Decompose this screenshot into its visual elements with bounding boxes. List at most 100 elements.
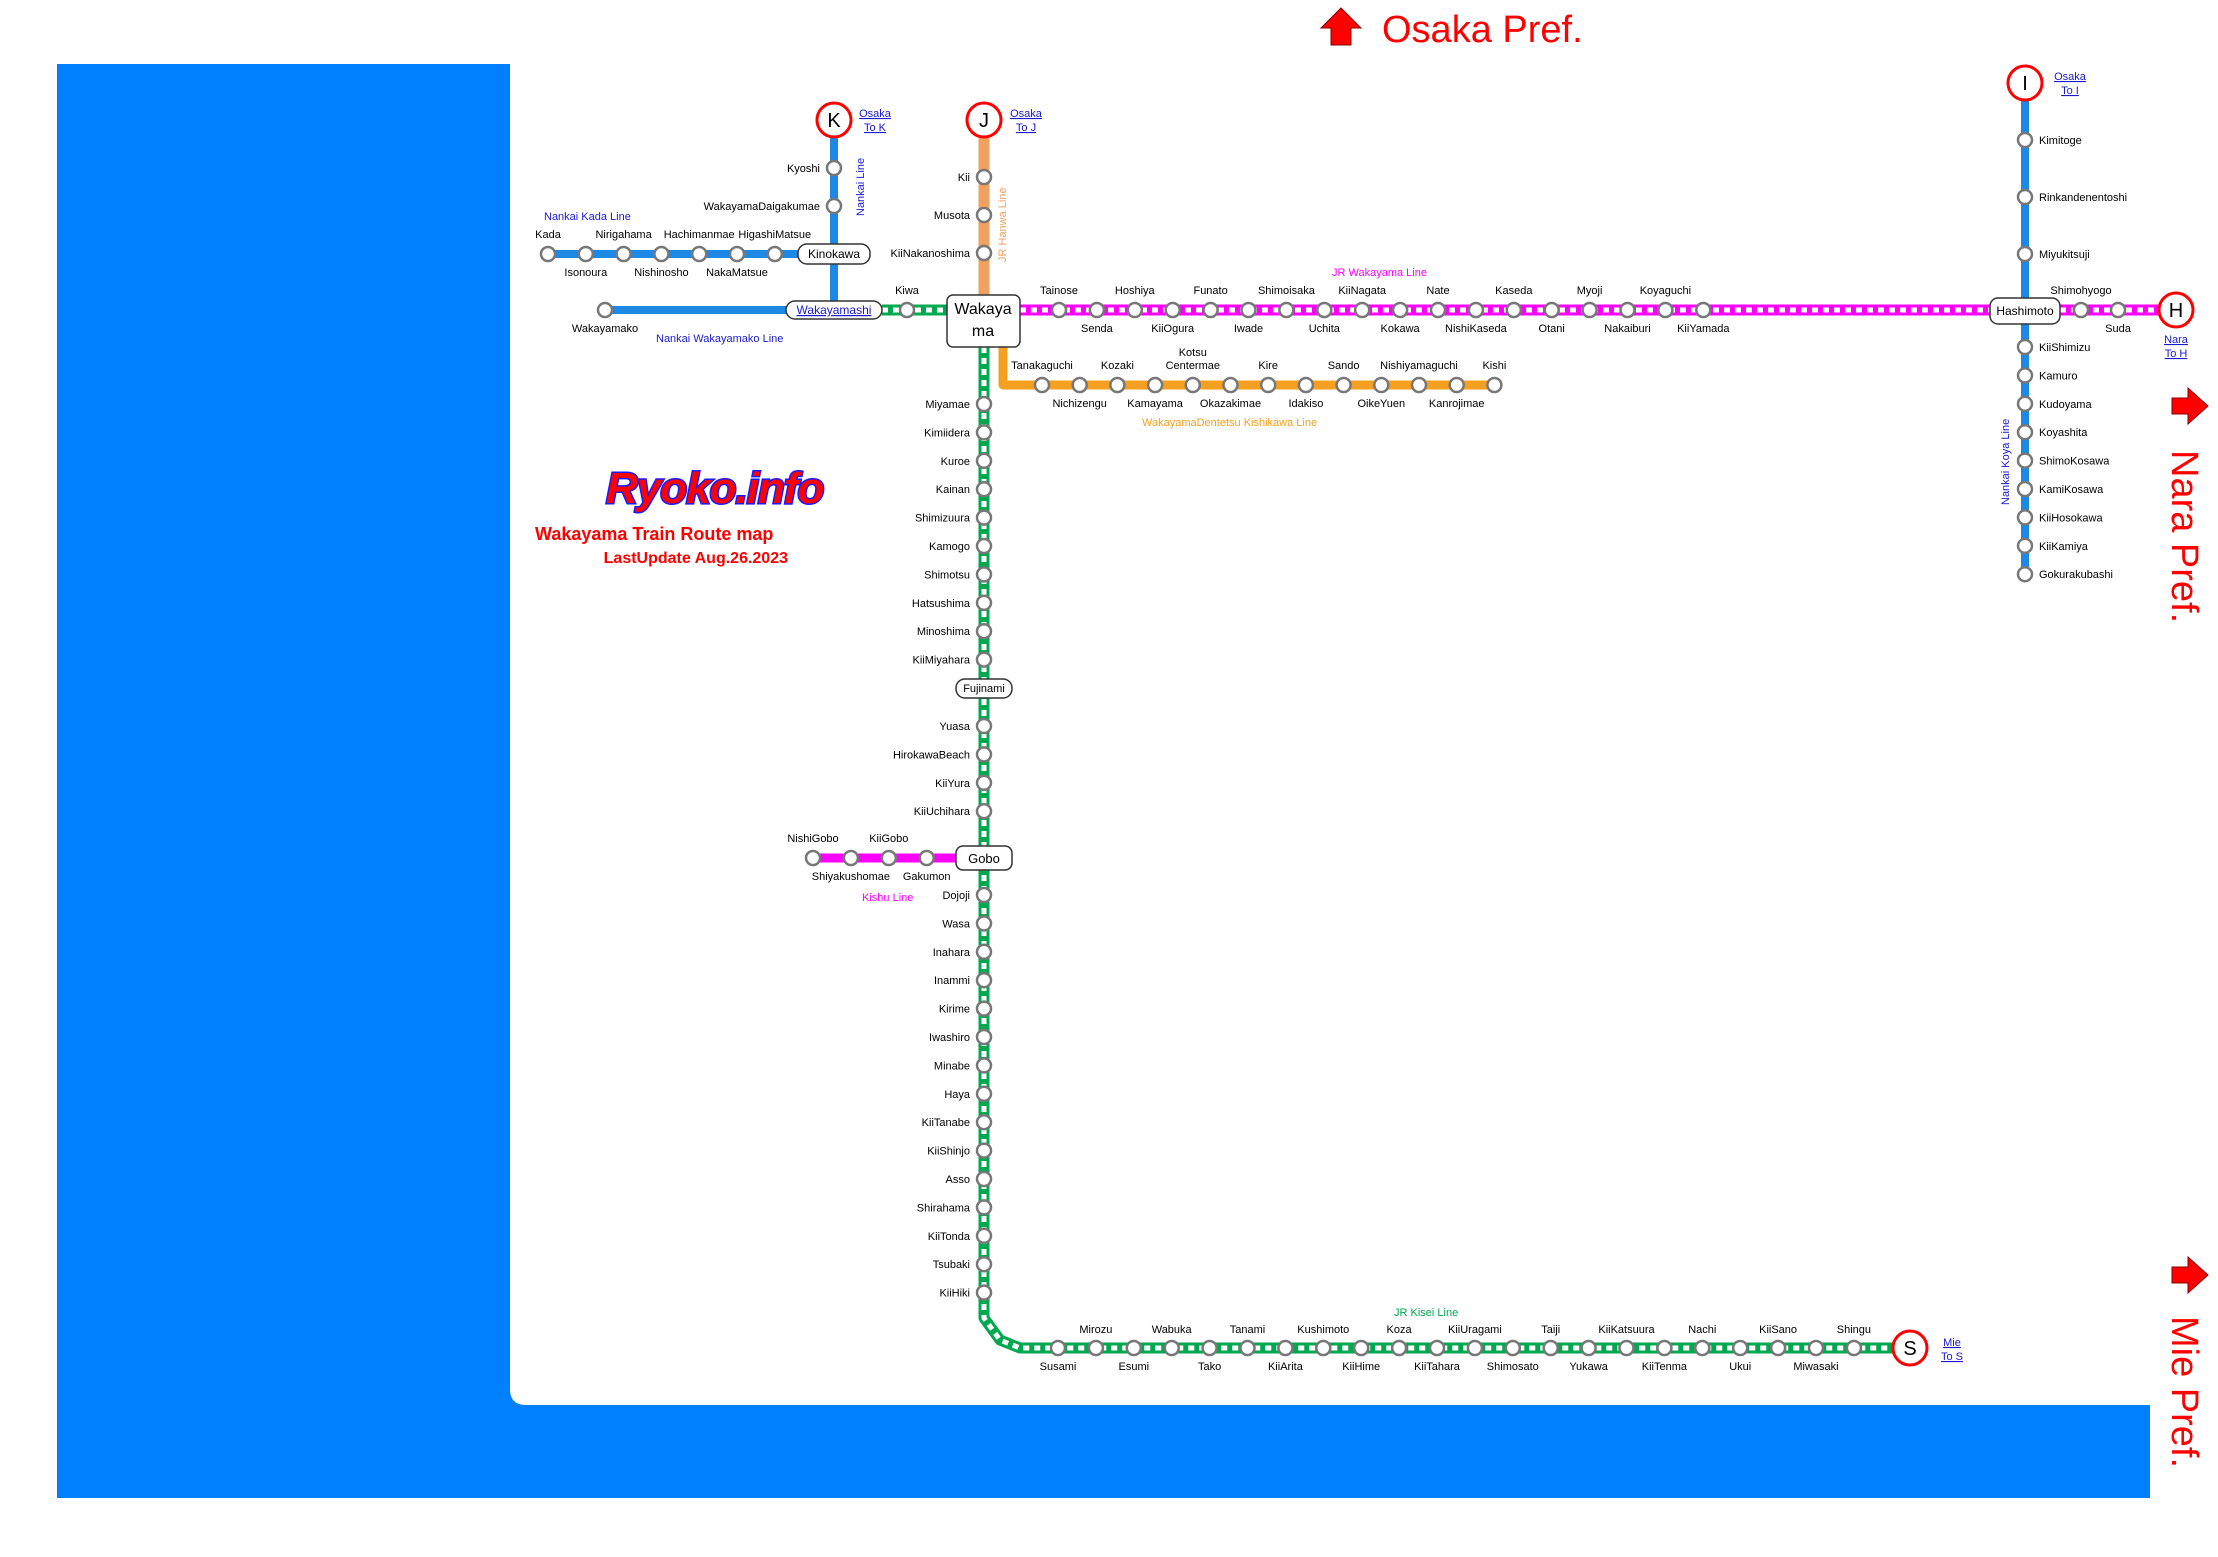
hub-wakayama[interactable]: Wakaya ma bbox=[946, 294, 1021, 348]
station-tanakaguchi[interactable] bbox=[1033, 376, 1051, 394]
hub-wakayamashi[interactable]: Wakayamashi bbox=[785, 300, 883, 320]
station-isonoura[interactable] bbox=[577, 245, 595, 263]
station-nakaiburi[interactable] bbox=[1619, 301, 1636, 319]
station-kiishimizu[interactable] bbox=[2016, 338, 2034, 356]
station-rinkandenentoshi[interactable] bbox=[2016, 188, 2034, 206]
station-nishikaseda[interactable] bbox=[1467, 301, 1485, 319]
station-haya[interactable] bbox=[975, 1085, 993, 1103]
station-shimotsu[interactable] bbox=[975, 566, 993, 583]
station-idakiso[interactable] bbox=[1297, 376, 1315, 394]
station-iwashiro[interactable] bbox=[975, 1028, 993, 1046]
station-hatsushima[interactable] bbox=[975, 594, 993, 612]
station-kiimiyahara[interactable] bbox=[975, 651, 993, 668]
station-inahara[interactable] bbox=[975, 943, 993, 961]
station-kamayama[interactable] bbox=[1146, 376, 1164, 394]
station-kamuro[interactable] bbox=[2016, 367, 2034, 384]
hub-fujinami[interactable]: Fujinami bbox=[955, 678, 1013, 699]
station-ukui[interactable] bbox=[1731, 1339, 1749, 1357]
station-kiisano[interactable] bbox=[1769, 1339, 1787, 1357]
hub-hashimoto[interactable]: Hashimoto bbox=[1989, 297, 2061, 325]
station-dojoji[interactable] bbox=[975, 886, 993, 904]
station-kiiyura[interactable] bbox=[975, 774, 993, 792]
station-kiitahara[interactable] bbox=[1428, 1339, 1446, 1357]
station-kiinakanoshima[interactable] bbox=[975, 244, 993, 262]
station-hachimanmae[interactable] bbox=[690, 245, 708, 263]
station-tsubaki[interactable] bbox=[975, 1255, 993, 1273]
station-minoshima[interactable] bbox=[975, 622, 993, 640]
station-iwade[interactable] bbox=[1240, 301, 1257, 319]
station-higashimatsue[interactable] bbox=[766, 245, 784, 263]
station-shimoisaka[interactable] bbox=[1278, 301, 1295, 319]
station-myoji[interactable] bbox=[1581, 301, 1598, 319]
terminal-link-pref[interactable]: Mie bbox=[1943, 1337, 1961, 1349]
station-nirigahama[interactable] bbox=[615, 245, 632, 263]
station-shimohyogo[interactable] bbox=[2072, 301, 2090, 319]
terminal-link-pref[interactable]: Osaka bbox=[2054, 71, 2087, 83]
station-kiikatsuura[interactable] bbox=[1618, 1339, 1635, 1357]
station-sando[interactable] bbox=[1335, 376, 1352, 394]
station-koyaguchi[interactable] bbox=[1657, 301, 1674, 319]
station-otani[interactable] bbox=[1543, 301, 1560, 319]
station-kotsu-centermae[interactable] bbox=[1184, 376, 1202, 394]
station-kiinagata[interactable] bbox=[1353, 301, 1371, 319]
station-nate[interactable] bbox=[1429, 301, 1447, 319]
station-kanrojimae[interactable] bbox=[1448, 376, 1465, 394]
terminal-link-to[interactable]: To H bbox=[2165, 348, 2188, 360]
terminal-link-to[interactable]: To J bbox=[1016, 122, 1036, 134]
station-nishigobo[interactable] bbox=[804, 849, 822, 867]
station-kiiogura[interactable] bbox=[1164, 301, 1181, 319]
station-kire[interactable] bbox=[1259, 376, 1277, 394]
station-miyamae[interactable] bbox=[975, 395, 993, 413]
station-tainose[interactable] bbox=[1050, 301, 1068, 319]
station-kiihosokawa[interactable] bbox=[2016, 509, 2034, 526]
station-kokawa[interactable] bbox=[1391, 301, 1409, 319]
station-kiitenma[interactable] bbox=[1656, 1339, 1673, 1357]
station-shiyakushomae[interactable] bbox=[842, 849, 860, 867]
station-kamogo[interactable] bbox=[975, 537, 993, 555]
station-kiikamiya[interactable] bbox=[2016, 537, 2034, 555]
station-oikeyuen[interactable] bbox=[1373, 376, 1390, 394]
station-kiiyamada[interactable] bbox=[1695, 301, 1712, 319]
station-kii[interactable] bbox=[975, 168, 993, 186]
station-inammi[interactable] bbox=[975, 971, 993, 989]
hub-kinokawa[interactable]: Kinokawa bbox=[797, 243, 871, 265]
station-kiiuragami[interactable] bbox=[1466, 1339, 1484, 1357]
station-kiishinjo[interactable] bbox=[975, 1142, 993, 1159]
station-minabe[interactable] bbox=[975, 1057, 993, 1074]
station-gakumon[interactable] bbox=[918, 849, 935, 867]
station-kainan[interactable] bbox=[975, 480, 993, 498]
station-hirokawabeach[interactable] bbox=[975, 746, 993, 763]
station-koza[interactable] bbox=[1390, 1339, 1408, 1357]
station-taiji[interactable] bbox=[1542, 1339, 1559, 1357]
station-nakamatsue[interactable] bbox=[728, 245, 746, 263]
station-kushimoto[interactable] bbox=[1315, 1339, 1332, 1357]
station-kuroe[interactable] bbox=[975, 452, 993, 470]
station-kozaki[interactable] bbox=[1109, 376, 1126, 394]
station-kaseda[interactable] bbox=[1505, 301, 1523, 319]
terminal-link-pref[interactable]: Nara bbox=[2164, 334, 2189, 346]
station-wabuka[interactable] bbox=[1163, 1339, 1180, 1357]
station-kimitoge[interactable] bbox=[2016, 131, 2034, 149]
station-yukawa[interactable] bbox=[1580, 1339, 1597, 1357]
station-shirahama[interactable] bbox=[975, 1199, 993, 1216]
station-senda[interactable] bbox=[1088, 301, 1106, 319]
station-kiitonda[interactable] bbox=[975, 1227, 993, 1245]
hub-gobo[interactable]: Gobo bbox=[955, 845, 1013, 871]
station-kamikosawa[interactable] bbox=[2016, 480, 2034, 498]
station-shimosato[interactable] bbox=[1504, 1339, 1522, 1357]
station-koyashita[interactable] bbox=[2016, 423, 2034, 441]
station-kada[interactable] bbox=[539, 245, 557, 263]
station-tanami[interactable] bbox=[1239, 1339, 1256, 1357]
station-suda[interactable] bbox=[2109, 301, 2127, 319]
station-kirime[interactable] bbox=[975, 1000, 993, 1017]
station-hoshiya[interactable] bbox=[1126, 301, 1144, 319]
station-kiihiki[interactable] bbox=[975, 1284, 993, 1301]
station-wakayamako[interactable] bbox=[596, 301, 614, 319]
station-kyoshi[interactable] bbox=[825, 159, 843, 177]
station-nishinosho[interactable] bbox=[653, 245, 670, 263]
station-susami[interactable] bbox=[1049, 1339, 1067, 1357]
